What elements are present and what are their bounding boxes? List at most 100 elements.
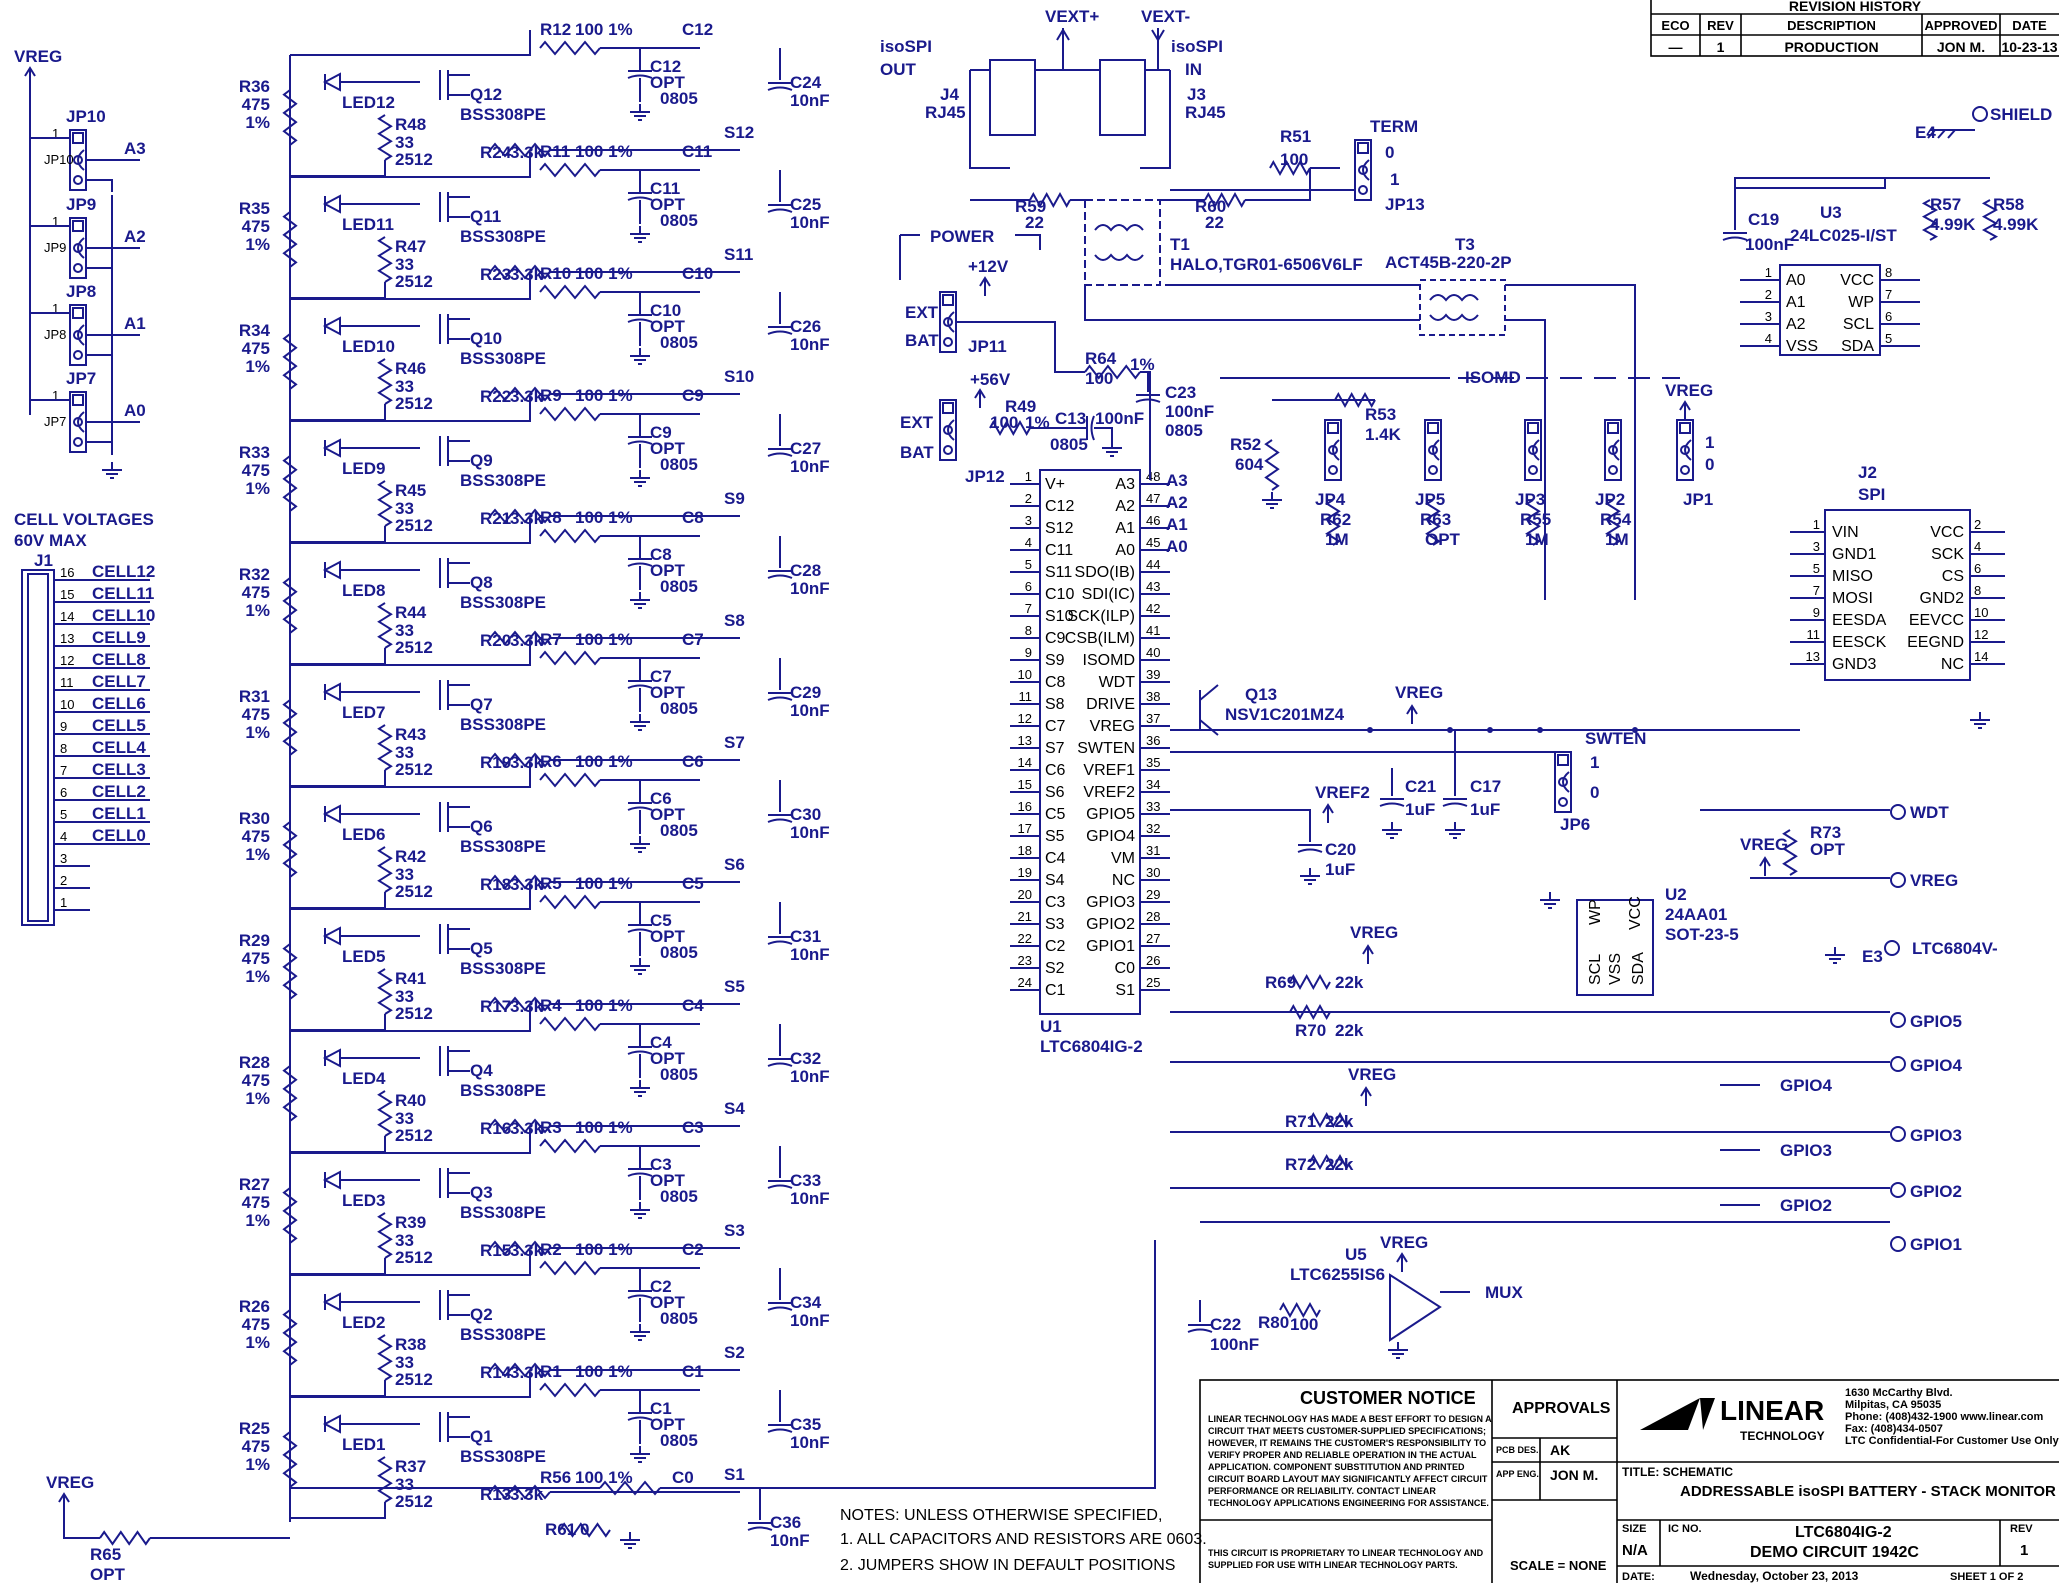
jp6-0: 0 xyxy=(1590,783,1599,802)
u1-pin-name: S11 xyxy=(1045,564,1072,581)
capacitor-ref: C34 xyxy=(790,1293,822,1312)
resistor-tolerance: 1% xyxy=(245,113,270,132)
j2-pin-name: CS xyxy=(1942,568,1964,585)
resistor-tolerance: 1% xyxy=(245,1211,270,1230)
mosfet-ref: Q3 xyxy=(470,1183,493,1202)
discharge-resistor xyxy=(489,386,551,402)
resistor-tolerance: 1% xyxy=(245,357,270,376)
resistor-value: 0 xyxy=(580,1520,589,1539)
filter-capacitor xyxy=(627,192,653,201)
j2-pin-num: 6 xyxy=(1974,561,1981,576)
jumper-isomd-2 xyxy=(1524,419,1542,481)
resistor-value: 33 xyxy=(395,1353,414,1372)
u1-pin-number: 8 xyxy=(1025,623,1032,638)
cnode-label: C8 xyxy=(682,508,704,527)
resistor-value: 100 1% xyxy=(575,386,633,405)
snode-label: S9 xyxy=(724,489,745,508)
u1-pin-name: ISOMD xyxy=(1083,652,1135,669)
balance-resistor-r3 xyxy=(539,1138,601,1154)
capacitor-ref: C36 xyxy=(770,1513,801,1532)
filter-capacitor xyxy=(627,436,653,445)
discharge-resistor xyxy=(489,508,551,524)
vreg-label: VREG xyxy=(14,47,62,66)
resistor-ref: R34 xyxy=(239,321,271,340)
mosfet-part: BSS308PE xyxy=(460,1203,546,1222)
resistor-value: 475 xyxy=(242,827,270,846)
cnode-label: C11 xyxy=(682,142,712,161)
resistor-ref: R51 xyxy=(1280,127,1311,146)
resistor-value: 100 xyxy=(1290,1315,1318,1334)
bat-label: BAT xyxy=(905,331,939,350)
u1-net-label: A0 xyxy=(1166,537,1188,556)
revision-header: REV xyxy=(1707,18,1734,33)
ground-symbol xyxy=(1540,892,1560,909)
filter-capacitor xyxy=(627,1168,653,1177)
j1-net-label: CELL6 xyxy=(92,694,146,713)
note-2: 2. JUMPERS SHOW IN DEFAULT POSITIONS xyxy=(840,1557,1175,1574)
resistor-tolerance: 1% xyxy=(245,845,270,864)
pin-num: 1 xyxy=(52,301,59,316)
isospi-in-label: isoSPI xyxy=(1171,37,1223,56)
j2-pin-num: 9 xyxy=(1813,605,1820,620)
revision-header: ECO xyxy=(1661,18,1689,33)
u1-pin-name: S8 xyxy=(1045,696,1065,713)
resistor-ref: R80 xyxy=(1258,1313,1289,1332)
wire xyxy=(290,762,531,788)
junction-dot xyxy=(1632,727,1638,733)
mosfet-ref: Q11 xyxy=(470,207,501,226)
resistor-value: 33 xyxy=(395,621,414,640)
mosfet-ref: Q6 xyxy=(470,817,493,836)
capacitor-c19 xyxy=(1722,232,1748,241)
jumper-resistor xyxy=(1425,499,1441,546)
resistor-tol: 1% xyxy=(1130,355,1155,374)
revision-cell: — xyxy=(1669,39,1683,55)
resistor-value: 33 xyxy=(395,133,414,152)
resistor-r53 xyxy=(1334,391,1376,409)
wire xyxy=(86,267,113,280)
u1-pin-name: S1 xyxy=(1115,982,1135,999)
revision-header: DATE xyxy=(2012,18,2047,33)
choke-coils xyxy=(1429,294,1479,321)
j2-pin-name: SCK xyxy=(1931,546,1964,563)
capacitor-value: OPT xyxy=(650,927,686,946)
ground-symbol xyxy=(630,470,650,487)
u1-pin-name: C6 xyxy=(1045,762,1066,779)
ground-symbol xyxy=(630,1446,650,1463)
led-ref: LED4 xyxy=(342,1069,386,1088)
snode-label: S3 xyxy=(724,1221,745,1240)
capacitor-value: OPT xyxy=(650,439,686,458)
wire xyxy=(290,1014,386,1031)
capacitor-value: 10nF xyxy=(790,457,830,476)
led-icon xyxy=(322,926,341,946)
date-value: Wednesday, October 23, 2013 xyxy=(1690,1569,1859,1583)
j2-pin-num: 4 xyxy=(1974,539,1981,554)
capacitor-ref: C17 xyxy=(1470,777,1501,796)
snode-label: S4 xyxy=(724,1099,745,1118)
capacitor-value: 10nF xyxy=(790,91,830,110)
u1-pin-number: 32 xyxy=(1146,821,1160,836)
j1-pin-number: 13 xyxy=(60,631,74,646)
u1-part: LTC6804IG-2 xyxy=(1040,1037,1143,1056)
resistor-ref: R26 xyxy=(239,1297,270,1316)
snode-label: S2 xyxy=(724,1343,745,1362)
gate-resistor xyxy=(377,480,393,527)
u1-pin-number: 19 xyxy=(1018,865,1032,880)
balance-resistor-r11 xyxy=(539,162,601,178)
note-header: NOTES: UNLESS OTHERWISE SPECIFIED, xyxy=(840,1507,1162,1524)
j2-pin-name: GND1 xyxy=(1832,546,1877,563)
capacitor-ref: C20 xyxy=(1325,840,1356,859)
u1-pin-name: GPIO5 xyxy=(1086,806,1135,823)
resistor-ref: R37 xyxy=(395,1457,426,1476)
filter-capacitor-10nf xyxy=(767,82,793,91)
u1-pin-name: C8 xyxy=(1045,674,1066,691)
resistor-value: 100 1% xyxy=(575,1240,633,1259)
wire xyxy=(1015,234,1041,250)
capacitor-c22 xyxy=(1187,1324,1213,1333)
j2-pin-num: 7 xyxy=(1813,583,1820,598)
wire xyxy=(1084,285,1395,321)
capacitor-value: 10nF xyxy=(790,1067,830,1086)
mosfet-ref: Q12 xyxy=(470,85,502,104)
u1-pin-number: 41 xyxy=(1146,623,1160,638)
snode-label: S11 xyxy=(724,245,753,264)
ground-symbol xyxy=(630,1324,650,1341)
